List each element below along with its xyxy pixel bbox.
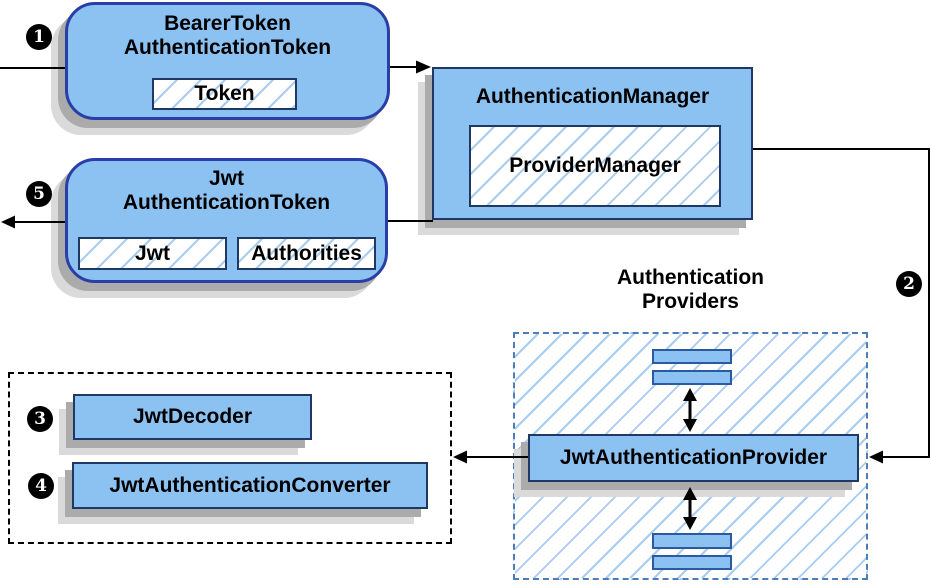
provider-manager-label: ProviderManager xyxy=(509,154,681,177)
arrowhead-token-to-manager xyxy=(416,60,431,74)
arrowhead-response-out xyxy=(1,215,15,229)
jwt-token-title-line2: AuthenticationToken xyxy=(122,191,331,214)
jwt-authentication-provider-box: JwtAuthenticationProvider xyxy=(528,434,859,482)
decoder-converter-group xyxy=(8,372,452,544)
jwt-field-label: Jwt xyxy=(134,241,170,265)
step-1-badge: 1 xyxy=(26,24,52,50)
provider-manager-box: ProviderManager xyxy=(469,125,721,207)
step-3-number: 3 xyxy=(34,408,46,429)
authorities-field-label: Authorities xyxy=(251,241,362,265)
step-1-number: 1 xyxy=(33,26,45,47)
authentication-providers-label-line1: Authentication xyxy=(617,266,764,289)
step-4-number: 4 xyxy=(35,475,47,496)
jwt-authentication-token-title: Jwt AuthenticationToken xyxy=(68,167,385,215)
provider-placeholder-bar xyxy=(652,555,732,570)
bearer-token-authentication-token-title: BearerToken AuthenticationToken xyxy=(68,12,387,60)
authentication-providers-label: Authentication Providers xyxy=(513,266,868,314)
authentication-manager-title: AuthenticationManager xyxy=(475,85,710,108)
jwt-field-box: Jwt xyxy=(78,237,227,270)
jwt-token-title-line1: Jwt xyxy=(208,167,244,190)
token-field-box: Token xyxy=(152,78,297,110)
step-5-badge: 5 xyxy=(26,181,52,207)
arrowhead-manager-to-provider xyxy=(869,450,883,464)
jwt-decoder-label: JwtDecoder xyxy=(132,405,253,428)
arrowhead-provider-to-decoder-group xyxy=(453,450,467,464)
token-field-label: Token xyxy=(194,82,255,105)
authorities-field-box: Authorities xyxy=(237,237,376,270)
jwt-authentication-converter-box: JwtAuthenticationConverter xyxy=(72,462,428,509)
jwt-authentication-provider-label: JwtAuthenticationProvider xyxy=(559,446,828,469)
bearer-token-title-line1: BearerToken xyxy=(164,12,291,35)
provider-placeholder-bar xyxy=(652,533,732,549)
jwt-decoder-box: JwtDecoder xyxy=(73,394,312,440)
provider-placeholder-bar xyxy=(652,370,732,385)
step-2-badge: 2 xyxy=(896,271,922,297)
jwt-authentication-converter-label: JwtAuthenticationConverter xyxy=(109,473,391,497)
bearer-token-title-line2: AuthenticationToken xyxy=(123,36,332,59)
authentication-providers-label-line2: Providers xyxy=(642,290,739,313)
step-3-badge: 3 xyxy=(27,406,53,432)
provider-placeholder-bar xyxy=(652,349,732,364)
step-5-number: 5 xyxy=(33,183,45,204)
step-4-badge: 4 xyxy=(28,473,54,499)
step-2-number: 2 xyxy=(903,273,915,294)
